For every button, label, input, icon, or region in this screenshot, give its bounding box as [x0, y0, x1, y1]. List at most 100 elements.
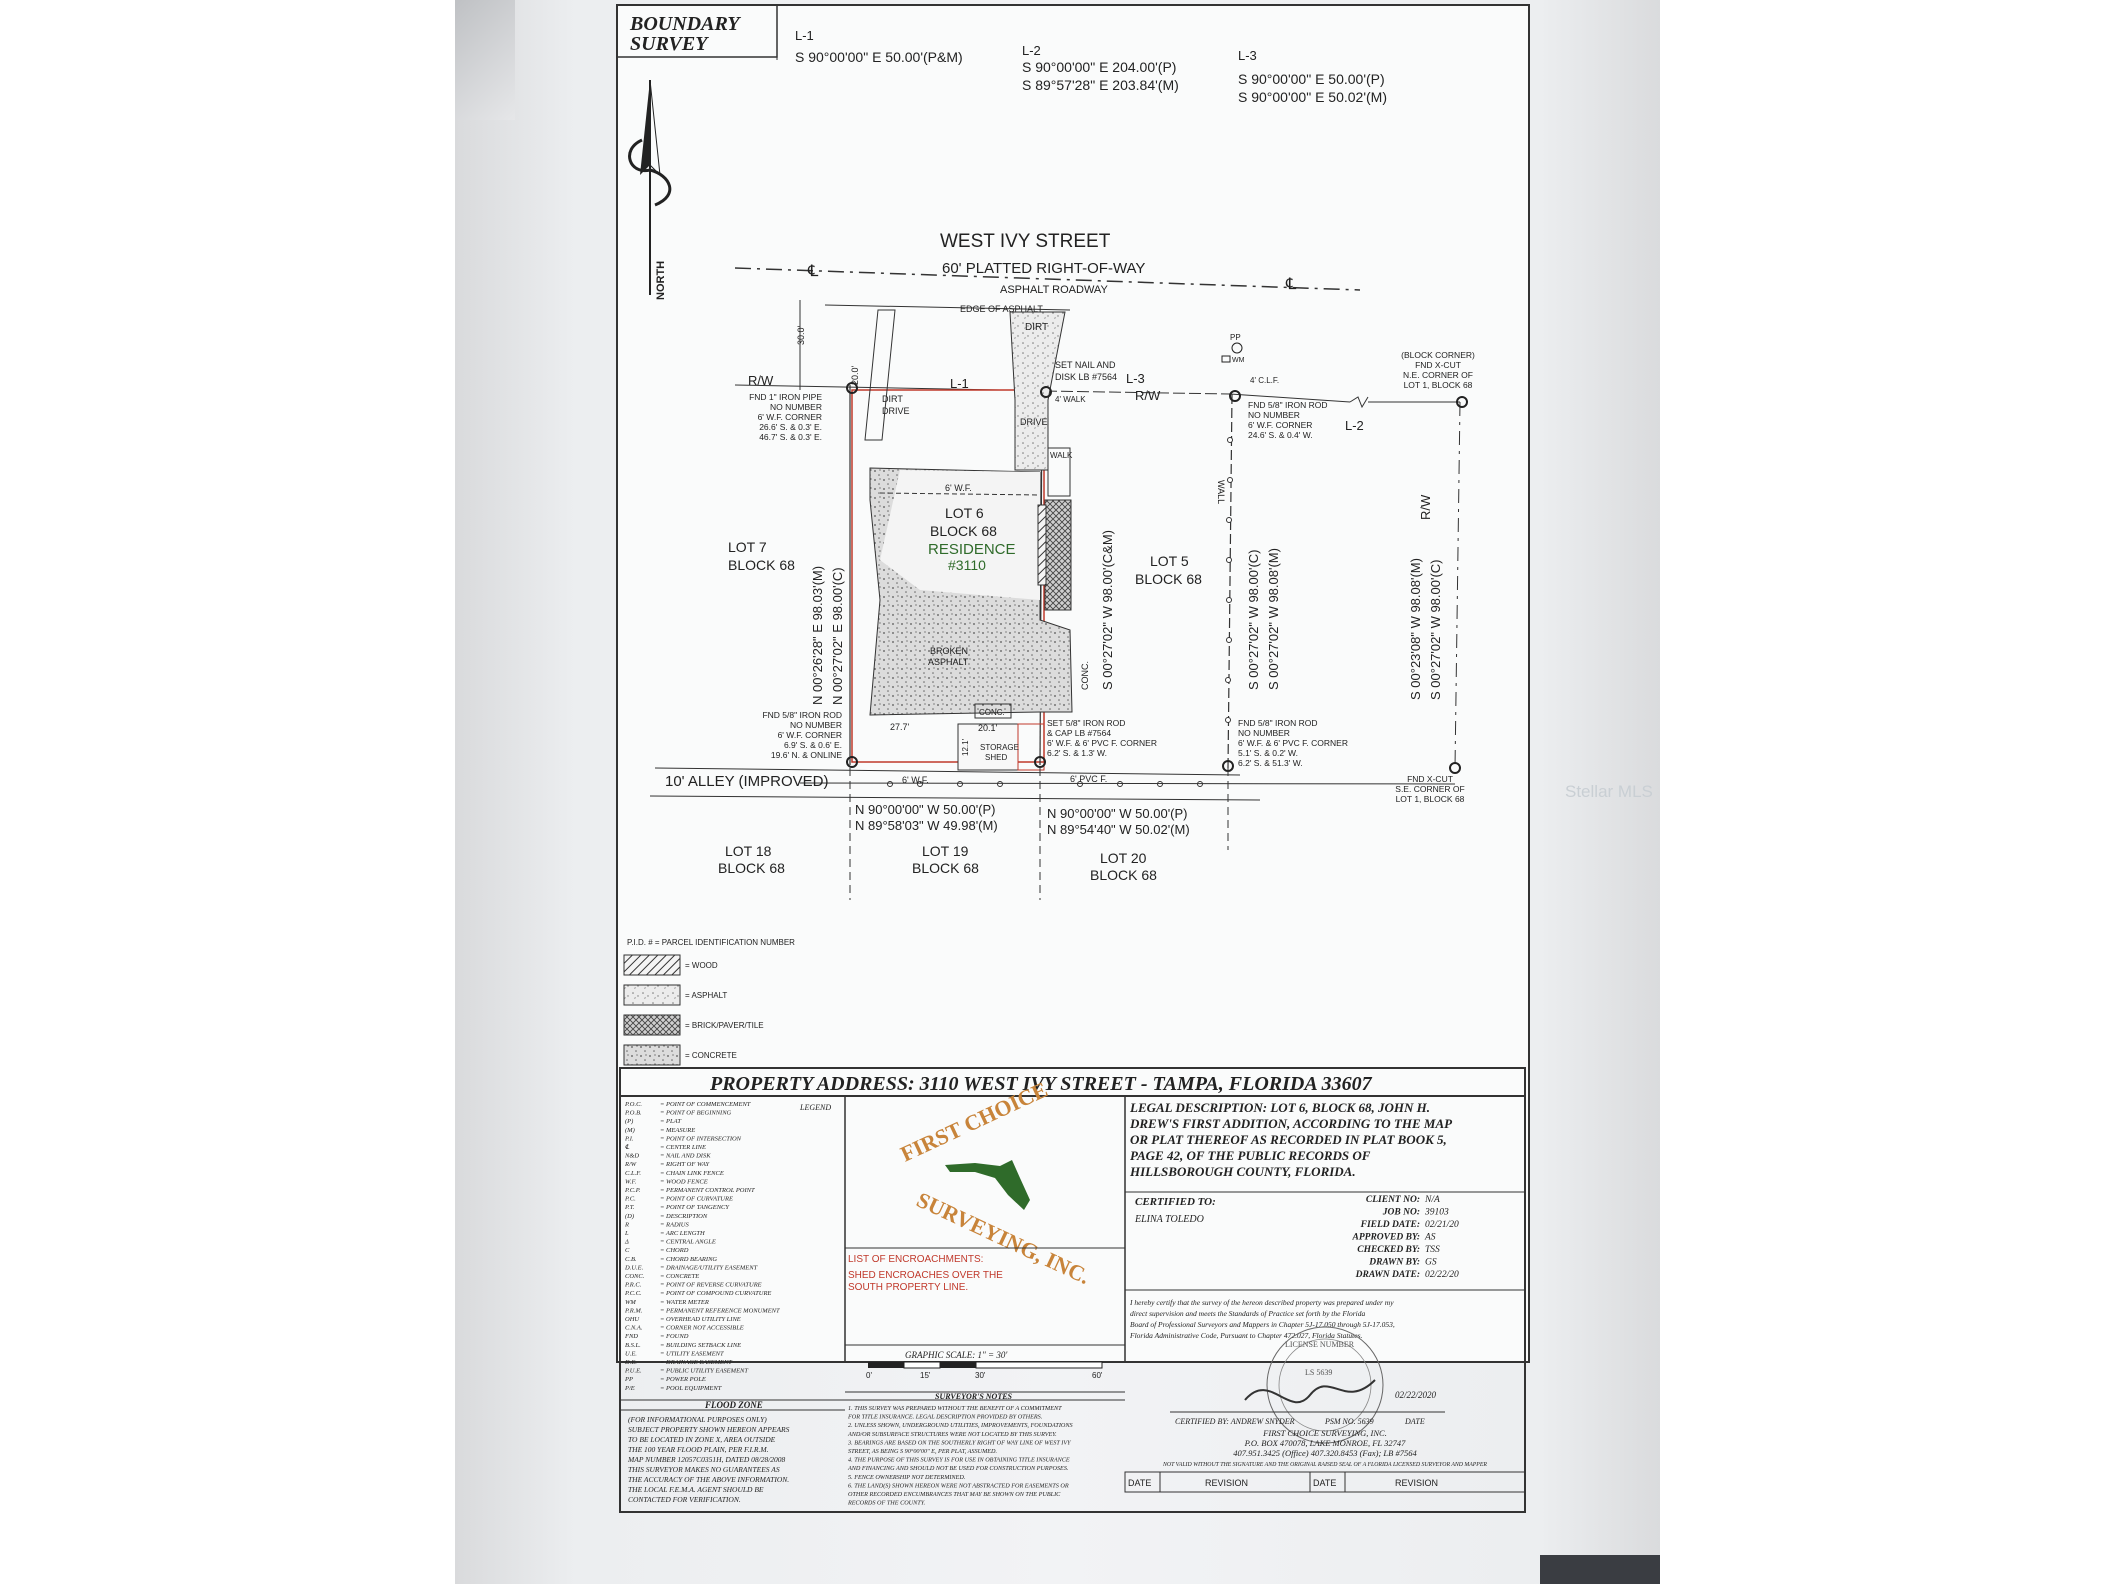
fnd-rod-se-note-line: 5.1' S. & 0.2' W. — [1238, 748, 1298, 758]
abbrev-key: FND — [624, 1333, 638, 1340]
abbrev-value: = MEASURE — [660, 1127, 695, 1134]
note-line: STREET, AS BEING S 90°00'00" E, PER PLAT… — [848, 1448, 997, 1455]
center-line: S 00°27'02" W 98.00'(C&M) — [1100, 530, 1115, 690]
abbrev-value: = POOL EQUIPMENT — [660, 1385, 722, 1392]
scale-tick-30: 30' — [975, 1371, 986, 1380]
material-legend: P.I.D. # = PARCEL IDENTIFICATION NUMBER … — [623, 938, 795, 1066]
street: WEST IVY STREET 60' PLATTED RIGHT-OF-WAY… — [734, 231, 1361, 390]
abbrev-value: = ARC LENGTH — [660, 1230, 705, 1237]
rw-label-w: R/W — [748, 373, 774, 388]
abbrev-value: = POWER POLE — [660, 1376, 706, 1383]
courses-table: L-1 S 90°00'00" E 50.00'(P&M) L-2 S 90°0… — [795, 28, 1387, 105]
abbrev-value: = CONCRETE — [660, 1273, 699, 1280]
job-value: 39103 — [1424, 1208, 1449, 1218]
abbrev-key: D.U.E. — [624, 1264, 644, 1271]
abbrev-value: = CHAIN LINK FENCE — [660, 1170, 724, 1177]
abbrev-key: (D) — [625, 1213, 634, 1220]
dim-277: 27.7' — [890, 722, 910, 732]
lot18-block: BLOCK 68 — [718, 860, 785, 876]
lot19-label: LOT 19 — [922, 843, 969, 859]
south-m2: N 89°54'40" W 50.02'(M) — [1047, 822, 1190, 837]
dirt-label: DIRT — [1025, 322, 1048, 333]
abbrev-value: = WOOD FENCE — [660, 1178, 708, 1185]
sheet-corner-shadow — [455, 0, 515, 120]
fnd-rod-ne-note-line: FND 5/8" IRON ROD — [1248, 400, 1328, 410]
walk-label: WALK — [1050, 451, 1073, 460]
dim-30: 30.0' — [796, 325, 806, 345]
abbrev-value: = POINT OF CURVATURE — [660, 1196, 733, 1203]
job-key: FIELD DATE: — [1360, 1220, 1420, 1230]
flood-zone: FLOOD ZONE — [620, 1399, 845, 1411]
job-key: CHECKED BY: — [1357, 1245, 1420, 1255]
lot5-label: LOT 5 — [1150, 553, 1189, 569]
flood-line: THE LOCAL F.E.M.A. AGENT SHOULD BE — [628, 1485, 764, 1494]
florida-map-icon — [945, 1160, 1030, 1210]
abbrev-key: P.R.C. — [624, 1282, 642, 1289]
street-row: 60' PLATTED RIGHT-OF-WAY — [942, 260, 1145, 277]
company-info: FIRST CHOICE SURVEYING, INC.P.O. BOX 470… — [1162, 1428, 1487, 1468]
title-line1: BOUNDARY — [629, 13, 741, 35]
far-east-c: S 00°27'02" W 98.00'(C) — [1428, 559, 1443, 700]
abbrev-key: P.I. — [624, 1135, 634, 1142]
fnd-rod-se-note-line: 6.2' S. & 51.3' W. — [1238, 758, 1303, 768]
rev-h1: DATE — [1128, 1478, 1151, 1488]
cert-line: direct supervision and meets the Standar… — [1130, 1309, 1365, 1318]
shed-1: STORAGE — [980, 743, 1019, 752]
abbrev-key: P.U.E. — [624, 1368, 642, 1375]
rev-h2: REVISION — [1205, 1478, 1248, 1488]
street-name: WEST IVY STREET — [940, 231, 1111, 252]
pid-legend: P.I.D. # = PARCEL IDENTIFICATION NUMBER — [627, 938, 795, 947]
monument-markers — [846, 382, 1468, 774]
wall-label: WALL — [1216, 480, 1226, 504]
walk2-label: 4' WALK — [1055, 395, 1086, 404]
property-address: PROPERTY ADDRESS: 3110 WEST IVY STREET -… — [709, 1073, 1373, 1095]
legend-asphalt: = ASPHALT — [685, 991, 727, 1000]
abbrev-value: = CORNER NOT ACCESSIBLE — [660, 1325, 744, 1332]
scale-tick-60: 60' — [1092, 1371, 1103, 1380]
abbrev-key: P.O.C. — [624, 1101, 642, 1108]
abbrev-key: W.F. — [625, 1178, 637, 1185]
dirt-drive-1: DIRT — [882, 394, 903, 404]
pp-label: PP — [1230, 333, 1241, 342]
far-east-m: S 00°23'08" W 98.08'(M) — [1408, 558, 1423, 700]
l2-label: L-2 — [1345, 418, 1364, 433]
abbrev-key: D.E. — [624, 1359, 637, 1366]
xcut-se-note-line: LOT 1, BLOCK 68 — [1396, 794, 1465, 804]
lot20-block: BLOCK 68 — [1090, 867, 1157, 883]
legend-brick: = BRICK/PAVER/TILE — [685, 1021, 764, 1030]
lot6-label: LOT 6 — [945, 505, 984, 521]
abbrev-value: = PUBLIC UTILITY EASEMENT — [660, 1368, 748, 1375]
edge-of-asphalt: EDGE OF ASPHALT — [960, 304, 1043, 314]
shed-2: SHED — [985, 753, 1007, 762]
rw-label-e: R/W — [1135, 388, 1161, 403]
lot19-block: BLOCK 68 — [912, 860, 979, 876]
legal-line: DREW'S FIRST ADDITION, ACCORDING TO THE … — [1129, 1116, 1453, 1131]
abbrev-value: = FOUND — [660, 1333, 689, 1340]
abbrev-key: P.T. — [624, 1204, 635, 1211]
note-line: AND/OR SUBSURFACE STRUCTURES WERE NOT LO… — [847, 1431, 1057, 1438]
abbrev-value: = PERMANENT REFERENCE MONUMENT — [660, 1307, 780, 1314]
fnd-rod-se-note-line: NO NUMBER — [1238, 728, 1290, 738]
lot20-label: LOT 20 — [1100, 850, 1147, 866]
abbrev-key: R — [624, 1221, 629, 1228]
legend-concrete: = CONCRETE — [685, 1051, 737, 1060]
abbrev-value: = RADIUS — [660, 1221, 690, 1228]
course-l2-label: L-2 — [1022, 43, 1041, 58]
residence-number: #3110 — [948, 557, 986, 573]
course-l3-label: L-3 — [1238, 48, 1257, 63]
north-arrow-icon: NORTH — [628, 79, 672, 300]
surveyor-notes: SURVEYOR'S NOTES — [845, 1391, 1125, 1401]
property-lines: R/W R/W L-1 L-3 L-2 20.0' R/W — [734, 365, 1461, 769]
watermark: Stellar MLS — [1565, 782, 1653, 801]
fnd-rod-ne-note-line: 24.6' S. & 0.4' W. — [1248, 430, 1313, 440]
abbrev-value: = CENTER LINE — [660, 1144, 706, 1151]
encroachments: LIST OF ENCROACHMENTS: SHED ENCROACHES O… — [845, 1247, 1125, 1293]
abbrev-key: P.C.P. — [624, 1187, 641, 1194]
encroach-line1: SHED ENCROACHES OVER THE — [848, 1270, 1003, 1281]
note-line: 5. FENCE OWNERSHIP NOT DETERMINED. — [848, 1474, 965, 1481]
abbrev-key: C.N.A. — [625, 1325, 643, 1332]
fnd-rod-sw-note-line: 19.6' N. & ONLINE — [771, 750, 842, 760]
south-p1: N 90°00'00" W 50.00'(P) — [855, 802, 996, 817]
